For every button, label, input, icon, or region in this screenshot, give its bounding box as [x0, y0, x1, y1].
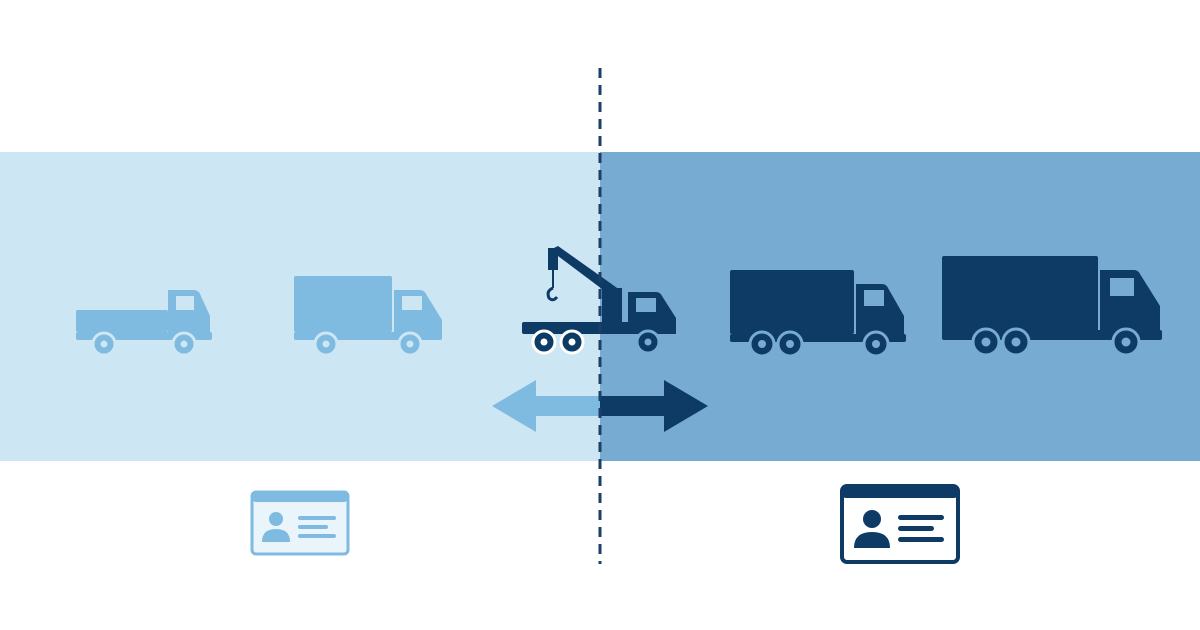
license-card-icon: [250, 490, 350, 556]
box-truck-icon: [294, 276, 442, 357]
category-divider-line: [598, 68, 602, 564]
flatbed-truck-icon: [76, 290, 212, 357]
medium-box-truck-icon: [730, 270, 906, 358]
large-box-truck-icon: [942, 256, 1162, 357]
double-arrow-icon: [492, 380, 708, 432]
license-card-icon: [840, 484, 960, 564]
